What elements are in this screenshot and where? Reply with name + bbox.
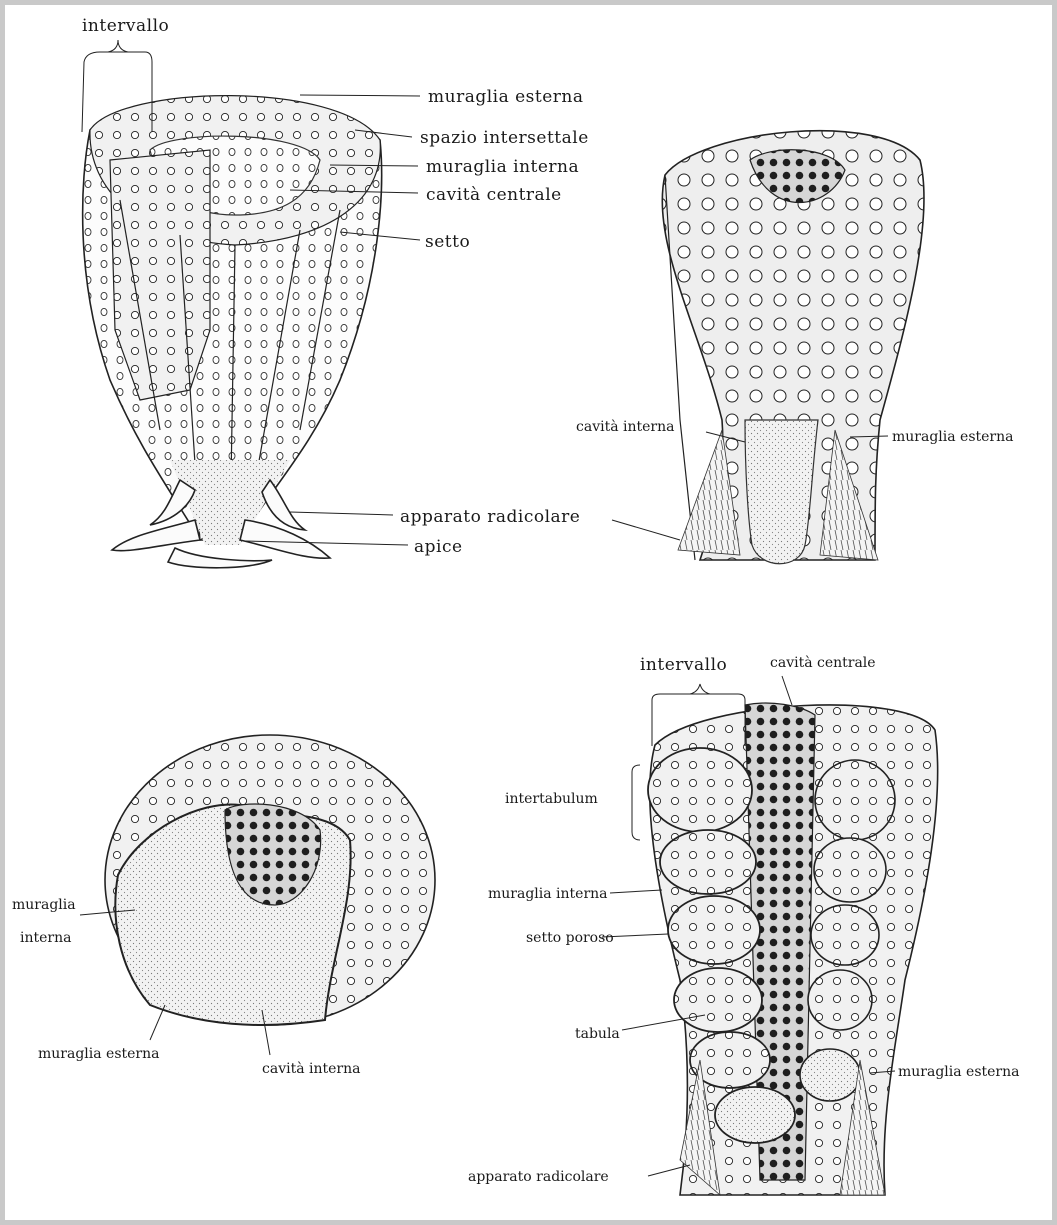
fig4-intervallo-tip (690, 684, 710, 694)
fig3-label-muraglia-line2: interna (20, 930, 71, 946)
figure-top-left: intervallo muraglia esterna spazio inter… (82, 16, 589, 568)
fig1-label-muraglia-esterna: muraglia esterna (428, 87, 584, 107)
fig3-label-muraglia-line1: muraglia (12, 897, 76, 913)
fig4-label-intertabulum: intertabulum (505, 791, 598, 807)
fig4-label-apparato-radicolare: apparato radicolare (468, 1169, 609, 1185)
fig3-label-muraglia-esterna: muraglia esterna (38, 1046, 159, 1062)
fig1-label-setto: setto (425, 232, 470, 252)
fig4-label-tabula: tabula (575, 1026, 620, 1042)
fig4-label-muraglia-esterna: muraglia esterna (898, 1064, 1019, 1080)
fig4-label-muraglia-interna: muraglia interna (488, 886, 608, 902)
fig2-label-muraglia-esterna: muraglia esterna (892, 429, 1013, 445)
fig1-label-spazio-intersettale: spazio intersettale (420, 128, 589, 148)
fig1-label-apparato-radicolare: apparato radicolare (400, 507, 580, 527)
fig4-label-setto-poroso: setto poroso (526, 930, 614, 946)
fig4-label-intervallo: intervallo (640, 655, 727, 675)
figure-bottom-left: muraglia interna muraglia esterna cavità… (12, 735, 435, 1077)
figure-top-right: cavità interna muraglia esterna (576, 131, 1013, 564)
fig1-label-muraglia-interna: muraglia interna (426, 157, 579, 177)
fig1-label-apice: apice (414, 537, 463, 557)
fig4-label-cavita-centrale: cavità centrale (770, 654, 876, 671)
figure-bottom-right: intervallo cavità centrale intertabulum … (468, 654, 1019, 1195)
fig1-label-cavita-centrale: cavità centrale (426, 185, 562, 205)
fig1-intervallo-tip (108, 40, 128, 52)
fig4-intertabulum-bracket (632, 765, 640, 840)
fig2-label-cavita-interna: cavità interna (576, 418, 674, 435)
fig3-label-cavita-interna: cavità interna (262, 1060, 360, 1077)
fig1-label-intervallo: intervallo (82, 16, 169, 36)
